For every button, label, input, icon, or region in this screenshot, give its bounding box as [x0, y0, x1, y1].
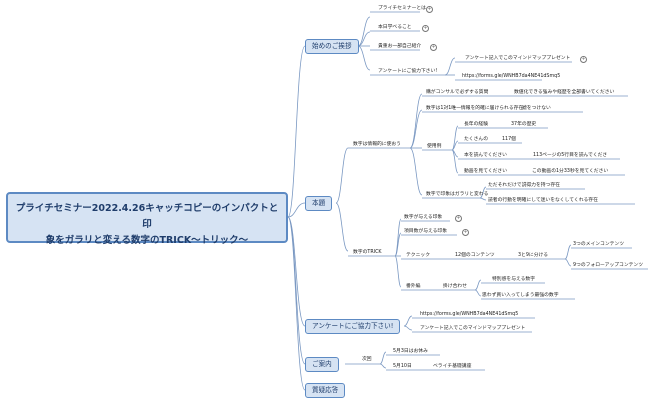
node-may10[interactable]: 5月10日 [393, 364, 412, 369]
node-ex-read-book[interactable]: 本を読んでください [464, 153, 507, 158]
node-survey-present[interactable]: アンケート記入でこのマインドマッププレゼント [465, 56, 571, 61]
node-number-trick[interactable]: 数字のTRICK [353, 250, 382, 255]
expand-icon[interactable]: + [455, 215, 462, 222]
node-12-contents[interactable]: 12個のコンテンツ [455, 253, 495, 258]
node-may3-off[interactable]: 5月3日はお休み [393, 349, 428, 354]
root-topic[interactable]: プライチセミナー2022.4.26キャッチコピーのインパクトと印 象をガラリと変… [6, 192, 288, 246]
node-technique[interactable]: テクニック [406, 253, 430, 258]
node-impression-change[interactable]: 数字で印象はガラリと変わる [426, 192, 489, 197]
node-strongest-number[interactable]: 思わず買い入ってしまう最強の数字 [482, 293, 559, 298]
topic-survey[interactable]: アンケートにご協力下さい! [305, 319, 401, 334]
node-ex-long-exp[interactable]: 長年の経験 [464, 122, 488, 127]
node-persuasive[interactable]: ただそれだけで説得力を持つ存在 [488, 183, 560, 188]
expand-icon[interactable]: + [462, 229, 469, 236]
node-ex-117[interactable]: 117個 [502, 137, 516, 142]
topic-qa[interactable]: 質疑応答 [305, 383, 346, 398]
expand-icon[interactable]: + [426, 6, 433, 13]
node-3-main[interactable]: 3つのメインコンテンツ [573, 242, 625, 247]
node-split-3-9[interactable]: 3と9に分ける [518, 253, 549, 258]
node-unique-info[interactable]: 数字は1対1唯一情報を的確に届けられる存在 [426, 106, 524, 111]
node-consult-question[interactable]: 購がコンサルで必ずする質問 [426, 90, 489, 95]
node-survey-request[interactable]: アンケートにご協力下さい! [378, 69, 438, 74]
topic-guide[interactable]: ご案内 [305, 357, 339, 372]
node-strengths[interactable]: 数値化できる強みや経歴を全部書いてください [514, 90, 615, 95]
node-ex-many[interactable]: たくさんの [464, 137, 488, 142]
expand-icon[interactable]: + [422, 25, 429, 32]
root-title-line2: 象をガラリと変える数字のTRICK〜トリック〜 [45, 235, 249, 246]
root-title-line1: プライチセミナー2022.4.26キャッチコピーのインパクトと印 [15, 203, 279, 230]
node-survey-present-2[interactable]: アンケート記入でこのマインドマッププレゼント [420, 326, 526, 331]
node-special-number[interactable]: 特別感を与える数字 [492, 277, 536, 282]
node-no-lie[interactable]: 嘘をつけない [522, 106, 551, 111]
node-usage-examples[interactable]: 使用例 [427, 144, 442, 149]
node-extra[interactable]: 番外編 [406, 284, 421, 289]
node-use-numbers[interactable]: 数字は情報的に使おう [353, 142, 401, 147]
node-clear-action[interactable]: 読者の行動を明確にして迷いをなくしてくれる存在 [488, 198, 598, 203]
node-survey-url-2[interactable]: https://forms.gle/WNHB7da4NE41dSmq5 [420, 312, 519, 317]
node-next-time[interactable]: 次回 [362, 357, 372, 362]
node-learn-today[interactable]: 本日学べること [378, 25, 412, 30]
node-survey-url[interactable]: https://forms.gle/WNHB7da4NE41dSmq5 [462, 74, 561, 79]
node-item-count-impression[interactable]: 項目数が与える印象 [404, 229, 448, 234]
node-ex-page-113[interactable]: 113ページの5行目を読んでくださ [533, 153, 608, 158]
node-about-seminar[interactable]: プライチセミナーとは [378, 6, 426, 11]
node-ex-37-years[interactable]: 37年の歴史 [511, 122, 537, 127]
topic-main[interactable]: 本題 [305, 196, 333, 211]
node-number-impression[interactable]: 数字が与える印象 [404, 215, 443, 220]
node-ex-watch-video[interactable]: 動画を見てください [464, 169, 508, 174]
node-9-followup[interactable]: 9つのフォローアップコンテンツ [573, 263, 644, 268]
node-self-intro[interactable]: 貴重お一部自己紹介 [378, 44, 422, 49]
expand-icon[interactable]: + [580, 56, 587, 63]
node-beraichi-basic[interactable]: ベライチ基礎講座 [433, 364, 472, 369]
topic-greeting[interactable]: 始めのご挨拶 [305, 39, 359, 54]
node-combine[interactable]: 掛け合わせ [443, 284, 467, 289]
node-ex-1m33s[interactable]: この動画の1分33秒を見てください [532, 169, 609, 174]
expand-icon[interactable]: + [430, 44, 437, 51]
